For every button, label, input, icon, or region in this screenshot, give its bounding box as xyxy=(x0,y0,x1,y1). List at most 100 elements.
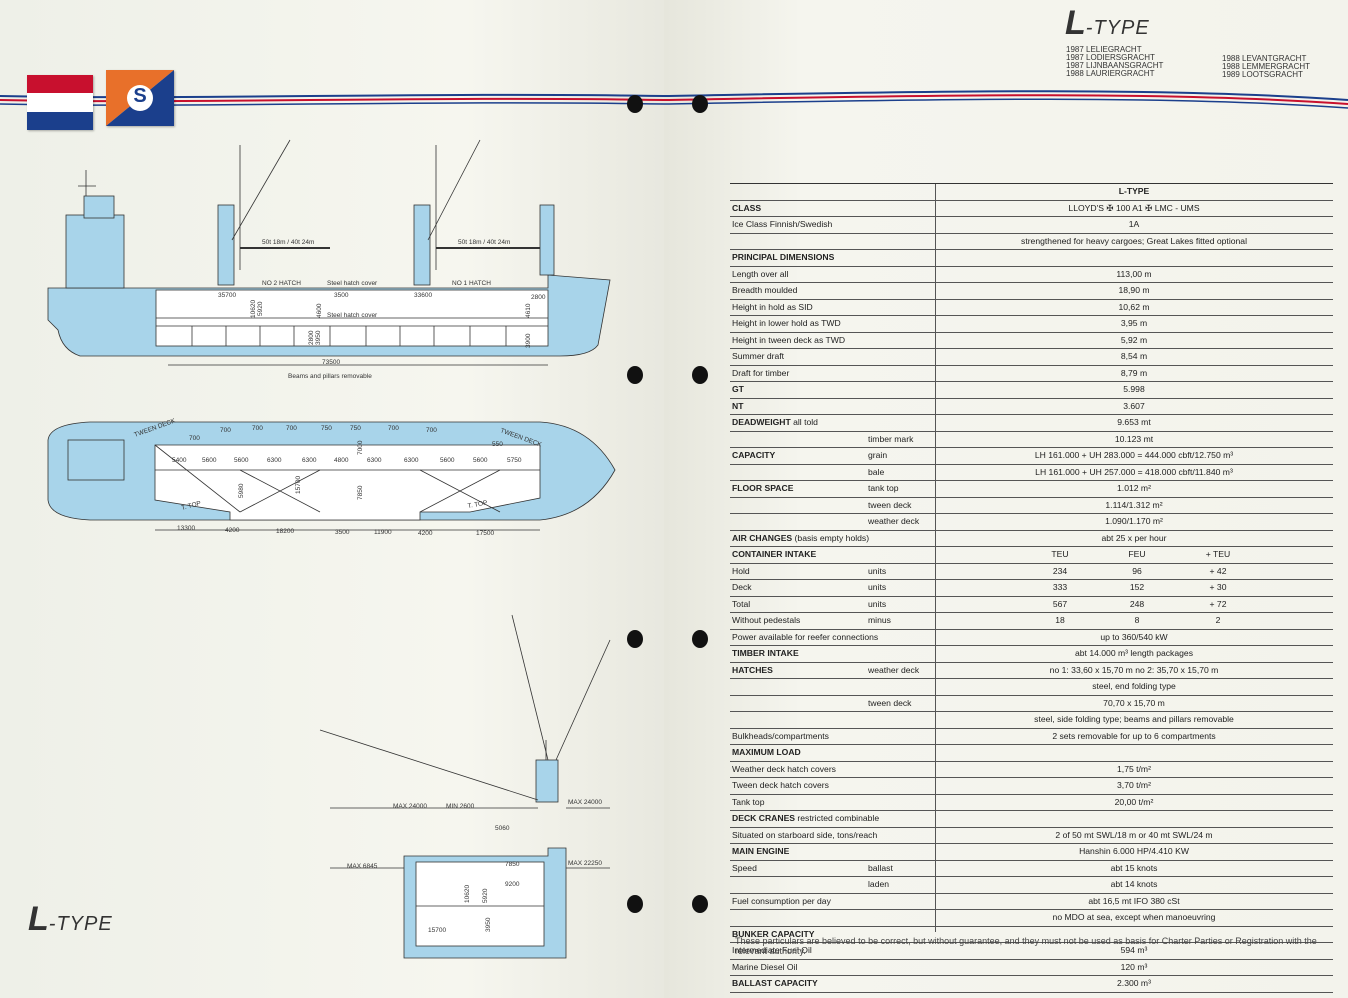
cover-tween-label: Steel hatch cover xyxy=(327,312,378,319)
row-label: Hold xyxy=(732,565,750,576)
dim-max24000: MAX 24000 xyxy=(393,803,427,810)
dim-2800: 2800 xyxy=(531,294,546,301)
plan-drawing xyxy=(47,421,616,531)
section-label: BALLAST CAPACITY xyxy=(732,978,818,988)
bay-width: 5600 xyxy=(202,457,217,464)
section-label: MAXIMUM LOAD xyxy=(732,747,801,757)
profile-drawing xyxy=(47,139,611,366)
section-drawing xyxy=(319,614,611,959)
section-label: MAIN ENGINE xyxy=(732,846,790,856)
row-value: strengthened for heavy cargoes; Great La… xyxy=(1021,235,1247,246)
row-label: Height in hold as SID xyxy=(732,301,813,312)
bay-width: 4800 xyxy=(334,457,349,464)
bay-width: 5750 xyxy=(507,457,522,464)
row-label: Draft for timber xyxy=(732,367,790,378)
bottom-dim: 4200 xyxy=(418,530,433,537)
bottom-dim: 3500 xyxy=(335,529,350,536)
row-label: Without pedestals xyxy=(732,615,801,625)
row-value: no 1: 33,60 x 15,70 m no 2: 35,70 x 15,7… xyxy=(1049,664,1219,675)
bay-width: 5400 xyxy=(172,457,187,464)
row-value: no MDO at sea, except when manoeuvring xyxy=(1052,912,1216,922)
ship-item: 1987 LODIERSGRACHT xyxy=(1066,53,1155,62)
row-value: 567 xyxy=(1052,598,1068,609)
binder-hole xyxy=(692,95,708,113)
row-value: + 42 xyxy=(1209,565,1227,576)
bottom-dim: 13300 xyxy=(177,525,195,532)
row-value: 2 sets removable for up to 6 compartment… xyxy=(1052,730,1216,741)
dutch-flag xyxy=(27,75,93,130)
dim-2800b: 2800 xyxy=(308,330,315,345)
row-sublabel: tank top xyxy=(868,483,899,493)
row-value: 2 xyxy=(1215,615,1221,625)
top-width: 750 xyxy=(321,425,332,432)
row-value: steel, end folding type xyxy=(1092,681,1176,691)
row-value: 1.114/1.312 m² xyxy=(1105,499,1163,510)
section-label: HATCHES xyxy=(732,664,773,675)
crane-fwd-label: 50t 18m / 40t 24m xyxy=(458,239,510,246)
ship-item: 1988 LEMMERGRACHT xyxy=(1222,62,1311,71)
bottom-dim: 17500 xyxy=(476,530,494,537)
table-row: strengthened for heavy cargoes; Great La… xyxy=(730,234,1333,250)
row-value: 8,79 m xyxy=(1120,367,1148,378)
row-label: Marine Diesel Oil xyxy=(732,961,798,972)
table-row: Draft for timber 8,79 m xyxy=(730,366,1333,382)
row-value: + 72 xyxy=(1209,598,1227,609)
top-width: 550 xyxy=(492,441,503,448)
row-value: 20,00 t/m² xyxy=(1114,796,1154,807)
page-title: L-TYPE xyxy=(1065,4,1150,43)
row-label: Ice Class Finnish/Swedish xyxy=(732,219,833,229)
binder-hole xyxy=(692,630,708,648)
col-header: + TEU xyxy=(1205,549,1231,559)
top-width: 700 xyxy=(388,425,399,432)
cover-top-label: Steel hatch cover xyxy=(327,280,378,287)
row-sublabel: minus xyxy=(868,615,891,625)
row-value: 8 xyxy=(1134,615,1140,625)
table-row: BUNKER CAPACITY xyxy=(730,927,1333,943)
table-divider xyxy=(935,183,936,932)
footer-title-letter: L xyxy=(28,900,49,938)
row-label: Breadth moulded xyxy=(732,285,798,295)
bay-width: 6300 xyxy=(367,457,382,464)
row-value: 3.607 xyxy=(1123,400,1145,411)
ship-list-left: 1987 LELIEGRACHT 1987 LODIERSGRACHT 1987… xyxy=(1066,46,1163,78)
row-value: 234 xyxy=(1052,565,1068,576)
section-label: CONTAINER INTAKE xyxy=(732,549,817,559)
binder-hole xyxy=(627,366,643,384)
footer-title: L-TYPE xyxy=(28,900,113,939)
row-value: 120 m³ xyxy=(1120,961,1148,972)
row-value: 3,70 t/m² xyxy=(1117,780,1151,790)
section-label: TIMBER INTAKE xyxy=(732,648,799,658)
row-value: 8,54 m xyxy=(1120,351,1148,361)
ttop-fwd-label: T. TOP xyxy=(467,500,488,510)
table-row: L-TYPE xyxy=(730,183,1333,201)
dim-10620: 10620 xyxy=(250,300,257,318)
row-value: 5.998 xyxy=(1123,384,1145,394)
row-value: 10.123 mt xyxy=(1114,433,1154,444)
ship-list-right: 1988 LEVANTGRACHT 1988 LEMMERGRACHT 1989… xyxy=(1222,55,1310,79)
row-value: 1A xyxy=(1128,219,1140,229)
top-width: 700 xyxy=(220,427,231,434)
col-header: TEU xyxy=(1051,549,1069,559)
row-value: LH 161.000 + UH 283.000 = 444.000 cbft/1… xyxy=(1034,450,1234,460)
ship-item: 1988 LAURIERGRACHT xyxy=(1066,69,1155,78)
table-row: PRINCIPAL DIMENSIONS xyxy=(730,250,1333,267)
row-label-suffix: all told xyxy=(790,417,818,427)
top-width: 700 xyxy=(189,435,200,442)
table-row: Marine Diesel Oil 120 m³ xyxy=(730,960,1333,976)
top-width: 700 xyxy=(426,427,437,434)
row-value: 113,00 m xyxy=(1116,268,1152,279)
